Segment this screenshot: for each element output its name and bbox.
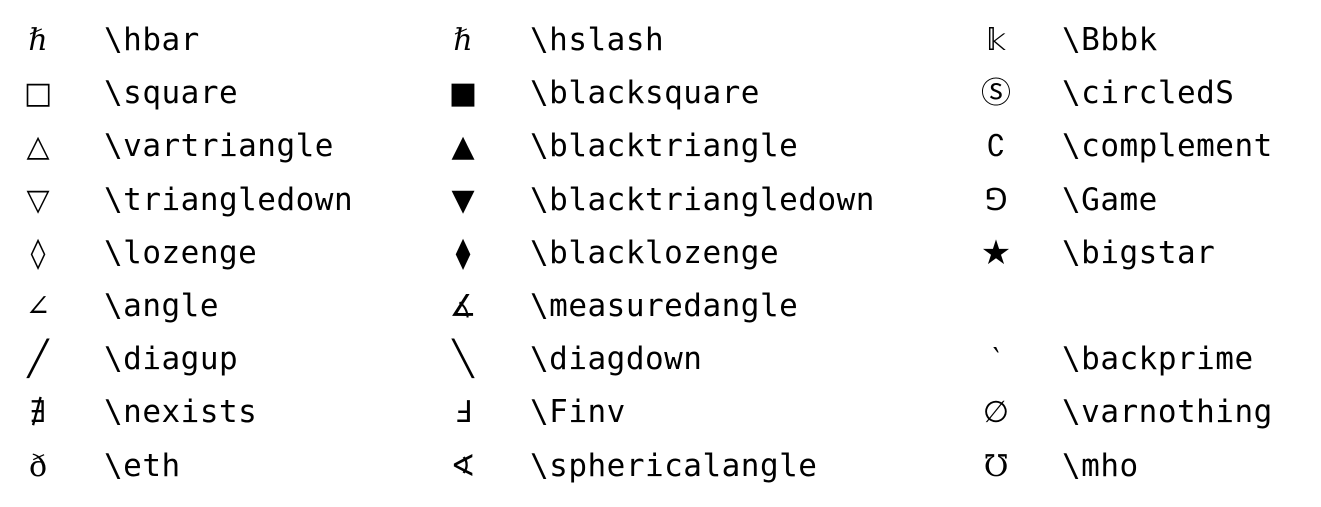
blacklozenge-symbol: ⧫ — [455, 235, 471, 271]
mho-command: \mho — [1062, 447, 1139, 484]
bbbk-symbol: 𝕜 — [986, 23, 1006, 58]
blacktriangle-symbol: ▲ — [451, 129, 475, 165]
blacktriangledown-symbol: ▼ — [451, 182, 475, 218]
square-symbol: □ — [23, 76, 53, 112]
game-command: \Game — [1062, 181, 1158, 218]
complement-symbol: ∁ — [986, 129, 1006, 165]
circleds-command: \circledS — [1062, 75, 1235, 112]
table-row: ∄ \nexists Ⅎ \Finv ∅ \varnothing — [0, 386, 1321, 439]
sphericalangle-symbol: ∢ — [450, 448, 476, 484]
triangledown-command: \triangledown — [104, 181, 354, 218]
symbol-table: ℏ \hbar ℏ \hslash 𝕜 \Bbbk □ \square ■ \blacks… — [0, 14, 1321, 493]
game-symbol: ⅁ — [984, 182, 1008, 218]
diagdown-command: \diagdown — [530, 341, 703, 378]
lozenge-symbol: ◊ — [30, 235, 46, 271]
backprime-command: \backprime — [1062, 341, 1254, 378]
vartriangle-symbol: △ — [26, 129, 50, 165]
complement-command: \complement — [1062, 128, 1273, 165]
backprime-symbol: ‵ — [992, 342, 1000, 378]
table-row: □ \square ■ \blacksquare Ⓢ \circledS — [0, 67, 1321, 120]
bigstar-symbol: ★ — [980, 232, 1012, 273]
bigstar-command: \bigstar — [1062, 234, 1216, 271]
varnothing-symbol: ∅ — [982, 395, 1010, 431]
table-row: ℏ \hbar ℏ \hslash 𝕜 \Bbbk — [0, 14, 1321, 67]
table-row: ð \eth ∢ \sphericalangle ℧ \mho — [0, 440, 1321, 493]
blacklozenge-command: \blacklozenge — [530, 234, 780, 271]
hslash-command: \hslash — [530, 22, 665, 58]
hbar-symbol: ℏ — [28, 23, 48, 58]
bbbk-command: \Bbbk — [1062, 22, 1158, 58]
hslash-symbol: ℏ — [453, 23, 473, 58]
measuredangle-symbol: ∡ — [449, 288, 477, 324]
finv-command: \Finv — [530, 394, 626, 431]
nexists-symbol: ∄ — [29, 395, 47, 431]
diagdown-symbol: ╲ — [452, 339, 474, 380]
blacktriangledown-command: \blacktriangledown — [530, 181, 875, 218]
square-command: \square — [104, 75, 239, 112]
measuredangle-command: \measuredangle — [530, 287, 799, 324]
table-row: ◊ \lozenge ⧫ \blacklozenge ★ \bigstar — [0, 227, 1321, 280]
mho-symbol: ℧ — [983, 448, 1009, 484]
angle-command: \angle — [104, 287, 219, 324]
diagup-symbol: ╱ — [27, 339, 49, 380]
table-row: ╱ \diagup ╲ \diagdown ‵ \backprime — [0, 333, 1321, 386]
lozenge-command: \lozenge — [104, 234, 258, 271]
blacksquare-command: \blacksquare — [530, 75, 760, 112]
varnothing-command: \varnothing — [1062, 394, 1273, 431]
angle-symbol: ∠ — [25, 288, 51, 324]
diagup-command: \diagup — [104, 341, 239, 378]
eth-command: \eth — [104, 447, 181, 484]
blacksquare-symbol: ■ — [448, 76, 478, 112]
table-row: ∠ \angle ∡ \measuredangle — [0, 280, 1321, 333]
sphericalangle-command: \sphericalangle — [530, 447, 818, 484]
eth-symbol: ð — [28, 448, 48, 484]
blacktriangle-command: \blacktriangle — [530, 128, 799, 165]
nexists-command: \nexists — [104, 394, 258, 431]
circleds-symbol: Ⓢ — [981, 76, 1011, 112]
hbar-command: \hbar — [104, 22, 200, 58]
triangledown-symbol: ▽ — [26, 182, 50, 218]
vartriangle-command: \vartriangle — [104, 128, 334, 165]
table-row: △ \vartriangle ▲ \blacktriangle ∁ \compleme… — [0, 120, 1321, 173]
finv-symbol: Ⅎ — [454, 395, 472, 431]
table-row: ▽ \triangledown ▼ \blacktriangledown ⅁ \Gam… — [0, 174, 1321, 227]
